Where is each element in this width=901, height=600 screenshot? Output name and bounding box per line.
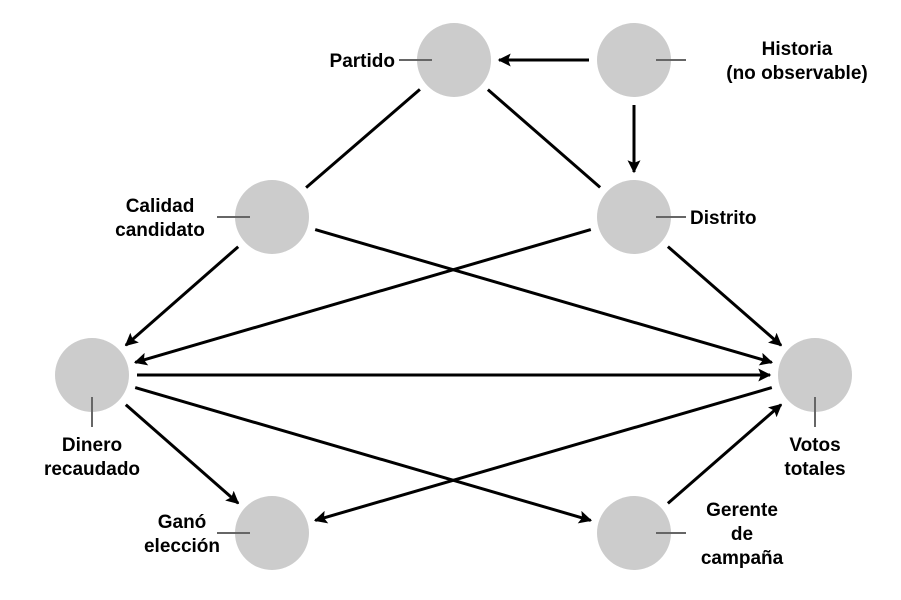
node-label-distrito: Distrito bbox=[690, 208, 757, 229]
node-calidad: Calidad candidato bbox=[115, 180, 309, 254]
node-circle-partido bbox=[417, 23, 491, 97]
node-dinero: Dinero recaudado bbox=[44, 338, 140, 480]
node-distrito: Distrito bbox=[597, 180, 757, 254]
node-label-historia: Historia (no observable) bbox=[726, 39, 867, 84]
node-circle-historia bbox=[597, 23, 671, 97]
node-historia: Historia (no observable) bbox=[597, 23, 868, 97]
node-label-line: campaña bbox=[701, 548, 784, 569]
node-label-dinero: Dinero recaudado bbox=[44, 435, 140, 480]
node-circle-dinero bbox=[55, 338, 129, 412]
edge-dinero-to-gano bbox=[124, 403, 240, 505]
node-label-line: Calidad bbox=[126, 196, 195, 217]
node-label-gerente: Gerente de campaña bbox=[701, 500, 784, 569]
node-label-gano: Ganó elección bbox=[144, 512, 220, 557]
node-label-line: Gerente bbox=[706, 500, 778, 521]
node-label-line: Partido bbox=[330, 51, 395, 72]
edge-partido-to-distrito bbox=[486, 88, 602, 189]
node-circle-votos bbox=[778, 338, 852, 412]
node-label-line: Ganó bbox=[158, 512, 207, 533]
node-label-line: de bbox=[731, 524, 753, 545]
node-label-line: Votos bbox=[789, 435, 840, 456]
edge-distrito-to-dinero bbox=[133, 228, 592, 366]
node-gano: Ganó elección bbox=[144, 496, 309, 570]
nodes: Partido Historia (no observable) Calidad can… bbox=[44, 23, 868, 570]
edge-calidad-to-votos bbox=[314, 228, 774, 366]
node-label-line: (no observable) bbox=[726, 63, 867, 84]
edge-calidad-to-dinero bbox=[124, 245, 240, 347]
node-label-line: Dinero bbox=[62, 435, 122, 456]
node-label-line: Distrito bbox=[690, 208, 757, 229]
edge-distrito-to-votos bbox=[666, 245, 783, 347]
node-votos: Votos totales bbox=[778, 338, 852, 480]
node-label-calidad: Calidad candidato bbox=[115, 196, 205, 241]
node-label-line: Historia bbox=[762, 39, 833, 60]
node-label-line: recaudado bbox=[44, 459, 140, 480]
node-circle-distrito bbox=[597, 180, 671, 254]
edge-dinero-to-gerente bbox=[134, 386, 593, 524]
node-label-partido: Partido bbox=[330, 51, 395, 72]
node-label-line: candidato bbox=[115, 220, 205, 241]
edge-gerente-to-votos bbox=[666, 403, 783, 505]
node-circle-gano bbox=[235, 496, 309, 570]
node-circle-calidad bbox=[235, 180, 309, 254]
node-label-votos: Votos totales bbox=[784, 435, 845, 480]
node-gerente: Gerente de campaña bbox=[597, 496, 784, 570]
edges bbox=[124, 53, 783, 524]
node-circle-gerente bbox=[597, 496, 671, 570]
node-label-line: totales bbox=[784, 459, 845, 480]
edge-votos-to-gano bbox=[313, 386, 773, 524]
node-label-line: elección bbox=[144, 536, 220, 557]
edge-partido-to-calidad bbox=[305, 88, 421, 189]
node-partido: Partido bbox=[330, 23, 491, 97]
